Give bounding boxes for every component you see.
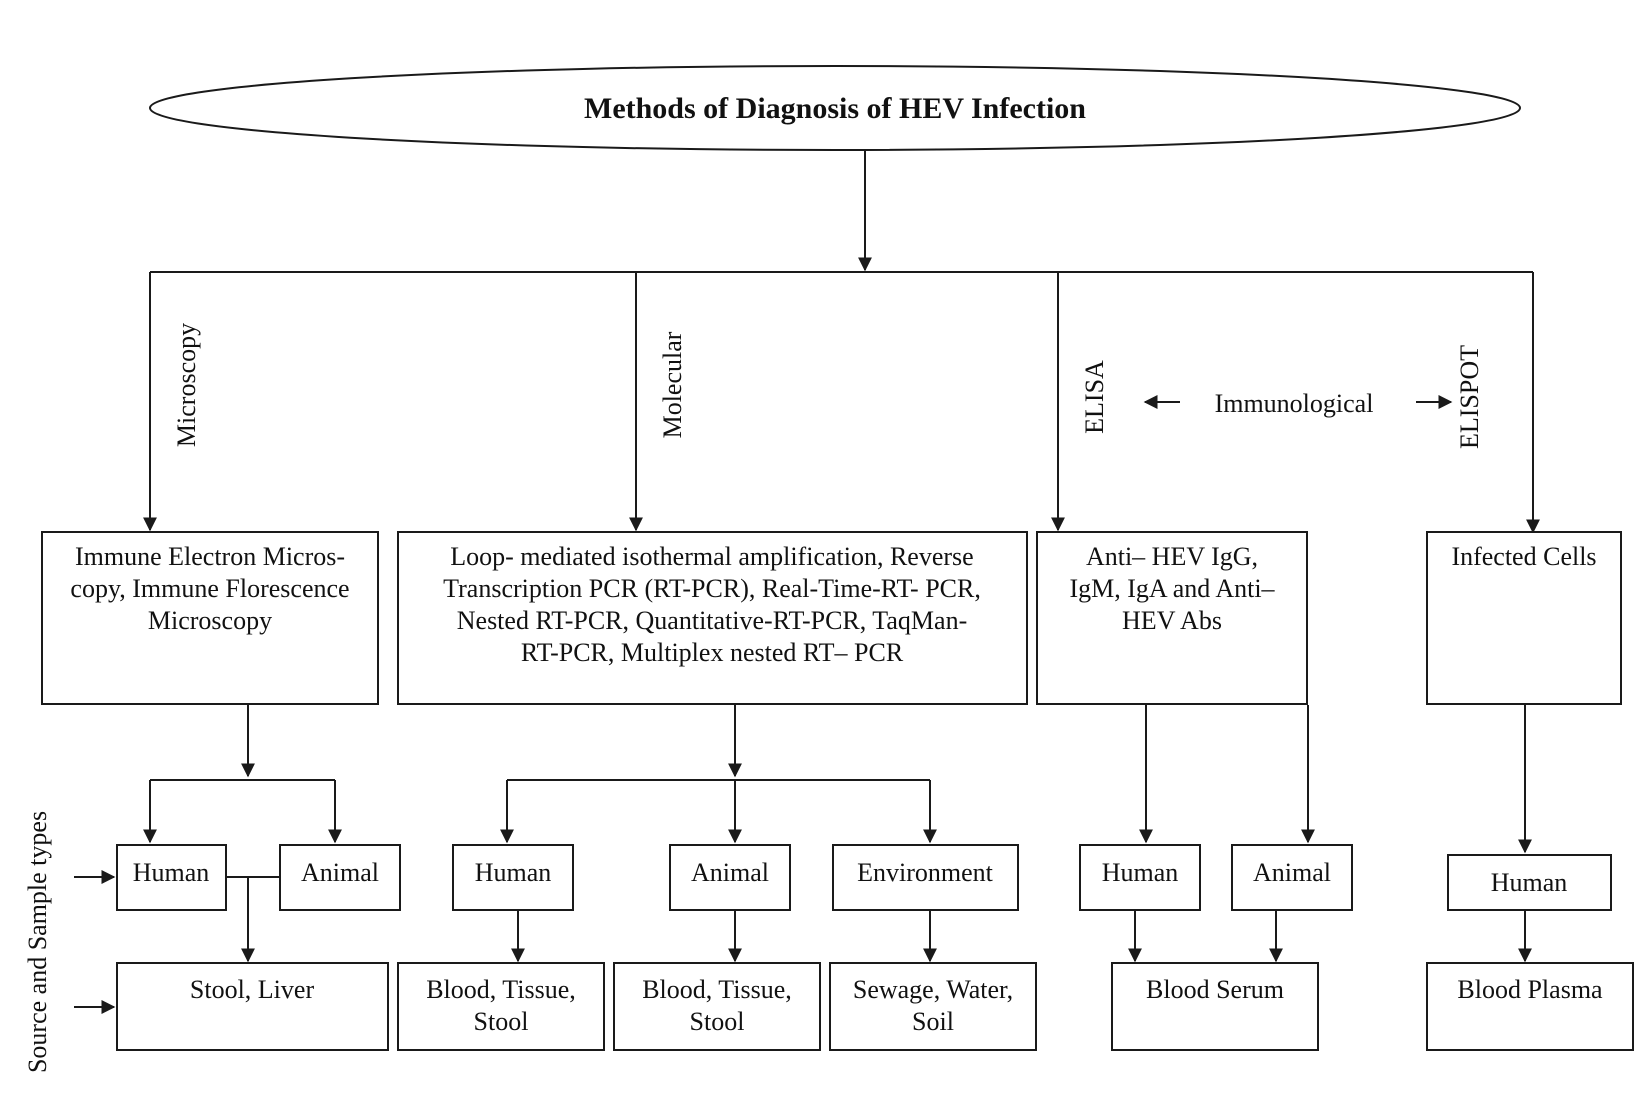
sample-box-stool-liver: Stool, Liver bbox=[116, 962, 389, 1051]
sample-box-molecular-environment: Sewage, Water, Soil bbox=[829, 962, 1037, 1051]
sample-box-molecular-human: Blood, Tissue, Stool bbox=[397, 962, 605, 1051]
sample-box-blood-plasma-text: Blood Plasma bbox=[1457, 975, 1603, 1004]
source-box-molecular-animal: Animal bbox=[669, 844, 791, 911]
svg-text:Environment: Environment bbox=[857, 858, 994, 887]
text-line: RT-PCR, Multiplex nested RT– PCR bbox=[521, 638, 904, 667]
title-node: Methods of Diagnosis of HEV Infection bbox=[149, 65, 1521, 151]
method-box-molecular: Loop- mediated isothermal amplification,… bbox=[397, 531, 1028, 705]
method-box-elispot-text: Infected Cells bbox=[1451, 542, 1596, 571]
side-label-source-sample-types: Source and Sample types bbox=[23, 811, 52, 1073]
text-line: Infected Cells bbox=[1451, 542, 1596, 571]
text-line: Soil bbox=[912, 1007, 954, 1036]
svg-text:Animal: Animal bbox=[691, 858, 769, 887]
text-line: IgM, IgA and Anti– bbox=[1069, 574, 1275, 603]
svg-text:Human: Human bbox=[1491, 868, 1568, 897]
method-box-microscopy: Immune Electron Micros-copy, Immune Flor… bbox=[41, 531, 379, 705]
source-box-elisa-human: Human bbox=[1079, 844, 1201, 911]
text-line: Anti– HEV IgG, bbox=[1086, 542, 1258, 571]
text-line: Microscopy bbox=[148, 606, 272, 635]
sample-box-blood-serum-text: Blood Serum bbox=[1146, 975, 1284, 1004]
sample-box-molecular-animal: Blood, Tissue, Stool bbox=[613, 962, 821, 1051]
text-line: Stool, Liver bbox=[190, 975, 315, 1004]
text-line: Transcription PCR (RT-PCR), Real-Time-RT… bbox=[443, 574, 981, 603]
svg-text:Human: Human bbox=[475, 858, 552, 887]
text-line: Blood Plasma bbox=[1457, 975, 1603, 1004]
sample-box-molecular-environment-text: Sewage, Water, Soil bbox=[853, 975, 1013, 1036]
source-box-microscopy-animal: Animal bbox=[279, 844, 401, 911]
sample-box-stool-liver-text: Stool, Liver bbox=[190, 975, 315, 1004]
text-line: HEV Abs bbox=[1122, 606, 1222, 635]
text-line: Blood Serum bbox=[1146, 975, 1284, 1004]
text-line: Sewage, Water, bbox=[853, 975, 1013, 1004]
diagram-title: Methods of Diagnosis of HEV Infection bbox=[584, 92, 1086, 125]
sample-box-molecular-animal-text: Blood, Tissue, Stool bbox=[642, 975, 792, 1036]
method-box-elisa: Anti– HEV IgG, IgM, IgA and Anti– HEV Abs bbox=[1036, 531, 1308, 705]
method-box-molecular-text: Loop- mediated isothermal amplification,… bbox=[443, 542, 981, 667]
branch-label-elispot: ELISPOT bbox=[1455, 345, 1484, 449]
branch-label-molecular: Molecular bbox=[658, 331, 687, 438]
svg-text:Animal: Animal bbox=[1253, 858, 1331, 887]
text-line: Blood, Tissue, bbox=[642, 975, 792, 1004]
svg-text:Human: Human bbox=[133, 858, 210, 887]
text-line: Stool bbox=[690, 1007, 745, 1036]
text-line: Immune Electron Micros- bbox=[75, 542, 345, 571]
text-line: copy, Immune Florescence bbox=[70, 574, 349, 603]
text-line: Blood, Tissue, bbox=[426, 975, 576, 1004]
sample-box-blood-serum: Blood Serum bbox=[1111, 962, 1319, 1051]
method-box-elisa-text: Anti– HEV IgG, IgM, IgA and Anti– HEV Abs bbox=[1069, 542, 1275, 635]
method-box-microscopy-text: Immune Electron Micros-copy, Immune Flor… bbox=[70, 542, 349, 635]
branch-label-immunological: Immunological bbox=[1215, 389, 1374, 418]
branch-label-microscopy: Microscopy bbox=[172, 323, 201, 447]
text-line: Nested RT-PCR, Quantitative-RT-PCR, TaqM… bbox=[457, 606, 967, 635]
connectors bbox=[74, 151, 1540, 1014]
branch-label-elisa: ELISA bbox=[1080, 360, 1109, 434]
text-line: Loop- mediated isothermal amplification,… bbox=[450, 542, 973, 571]
text-line: Stool bbox=[474, 1007, 529, 1036]
sample-box-blood-plasma: Blood Plasma bbox=[1426, 962, 1634, 1051]
method-box-elispot: Infected Cells bbox=[1426, 531, 1622, 705]
svg-text:Animal: Animal bbox=[301, 858, 379, 887]
source-box-molecular-environment: Environment bbox=[832, 844, 1019, 911]
source-box-elispot-human: Human bbox=[1447, 854, 1612, 911]
svg-text:Human: Human bbox=[1102, 858, 1179, 887]
sample-box-molecular-human-text: Blood, Tissue, Stool bbox=[426, 975, 576, 1036]
source-box-elisa-animal: Animal bbox=[1231, 844, 1353, 911]
source-box-microscopy-human: Human bbox=[116, 844, 227, 911]
source-box-molecular-human: Human bbox=[452, 844, 574, 911]
